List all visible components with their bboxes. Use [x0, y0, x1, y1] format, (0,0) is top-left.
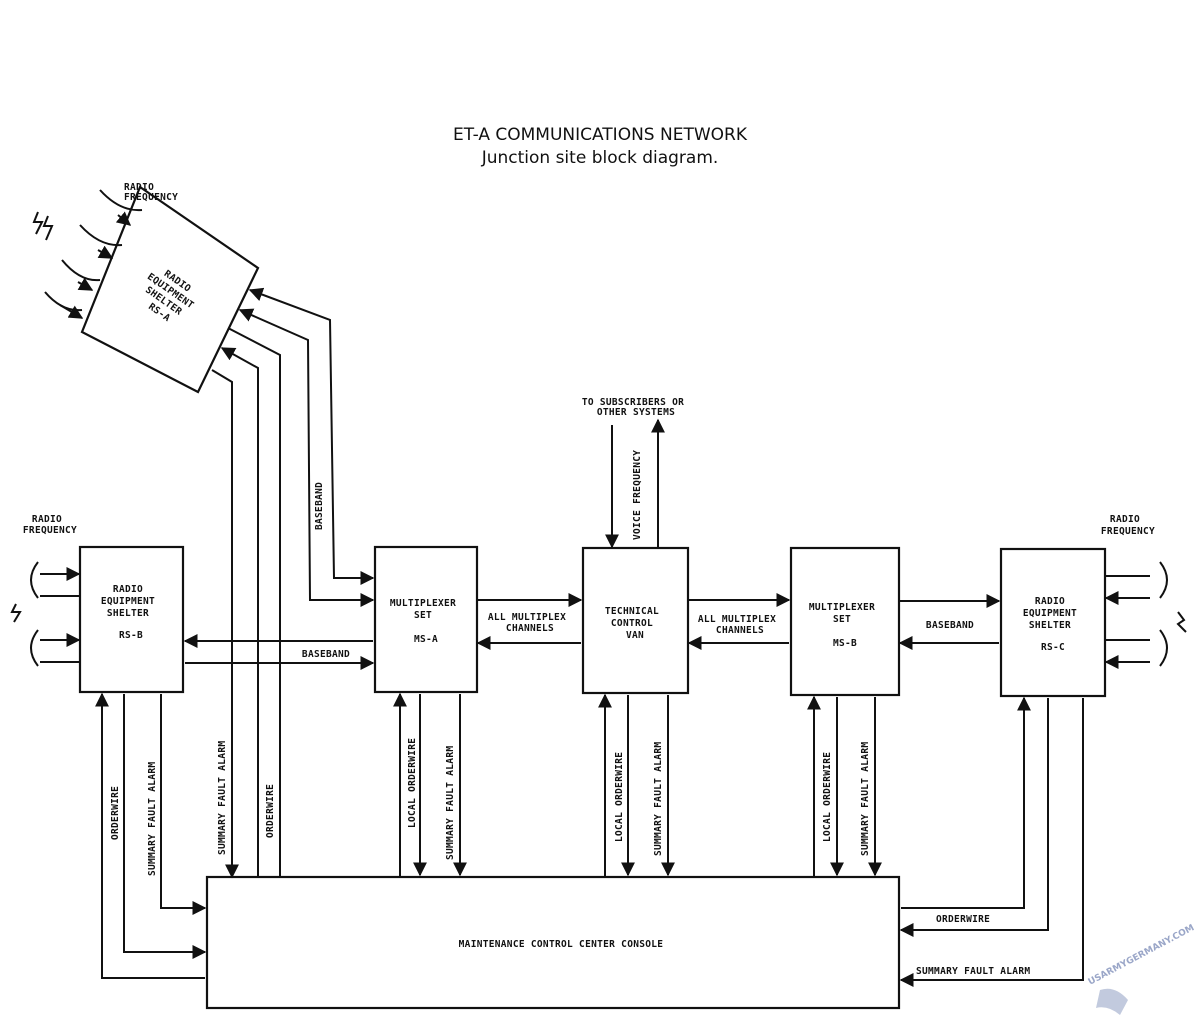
ms-a-line2: SET — [414, 610, 432, 621]
mux-right-line2: CHANNELS — [716, 625, 764, 636]
rs-b-line1: RADIO — [113, 584, 143, 595]
rf-right-line1: RADIO — [1110, 514, 1140, 525]
local-orderwire-label-tcv: LOCAL ORDERWIRE — [614, 752, 625, 842]
subs-line1: TO SUBSCRIBERS OR — [582, 397, 684, 408]
ms-b-mcc-lines — [807, 695, 882, 877]
tcv-line2: CONTROL — [611, 618, 653, 629]
ms-a-line3: MS-A — [414, 634, 438, 645]
sfa-label-msb: SUMMARY FAULT ALARM — [860, 742, 871, 856]
ms-a-mcc-lines — [393, 692, 467, 877]
rs-c-line2: EQUIPMENT — [1023, 608, 1077, 619]
antenna-icon-rs-a — [44, 189, 143, 319]
lightning-icon-rs-a — [32, 211, 54, 241]
rs-b-mcc-lines — [95, 692, 207, 979]
rs-c-block: RADIO EQUIPMENT SHELTER RS-C — [999, 547, 1107, 698]
svg-text:MULTIPLEXER SET MS: MULTIPLEXER SET MS-B — [809, 602, 881, 649]
sfa-label-rsa: SUMMARY FAULT ALARM — [217, 741, 228, 855]
voice-frequency-label: VOICE FREQUENCY — [632, 450, 643, 540]
tcv-line3: VAN — [626, 630, 644, 641]
rf-label-top: RADIO FREQUENCY — [124, 182, 178, 203]
rf-label-left: RADIO FREQUENCY — [23, 514, 77, 536]
rs-c-line1: RADIO — [1035, 596, 1065, 607]
rs-c-line4: RS-C — [1041, 642, 1065, 653]
ms-b-line2: SET — [833, 614, 851, 625]
antenna-icon-rs-c — [1104, 561, 1187, 669]
svg-text:MULTIPLEXER SET MS: MULTIPLEXER SET MS-A — [390, 598, 462, 645]
rf-left-line2: FREQUENCY — [23, 525, 77, 536]
rs-c-mcc-lines — [899, 696, 1084, 987]
mux-left-line2: CHANNELS — [506, 623, 554, 634]
watermark-text: USARMYGERMANY.COM — [1087, 923, 1197, 988]
orderwire-label-rsc: ORDERWIRE — [936, 914, 990, 925]
sfa-label-msa: SUMMARY FAULT ALARM — [445, 746, 456, 860]
antenna-icon-rs-b — [10, 561, 81, 667]
tcv-block: TECHNICAL CONTROL VAN — [581, 546, 690, 695]
rs-a-block: RADIO EQUIPMENT SHELTER RS-A — [80, 185, 260, 394]
mcc-label: MAINTENANCE CONTROL CENTER CONSOLE — [459, 939, 664, 950]
sfa-label-rsc: SUMMARY FAULT ALARM — [916, 966, 1030, 977]
all-mux-label-right: ALL MULTIPLEX CHANNELS — [698, 614, 782, 636]
mcc-console-block: MAINTENANCE CONTROL CENTER CONSOLE — [205, 875, 901, 1010]
baseband-label-diag: BASEBAND — [314, 482, 325, 530]
orderwire-label-rsa: ORDERWIRE — [265, 784, 276, 838]
local-orderwire-label-msa: LOCAL ORDERWIRE — [407, 738, 418, 828]
rf-top-line1: RADIO — [124, 182, 154, 193]
ms-a-line1: MULTIPLEXER — [390, 598, 456, 609]
watermark-logo: USARMYGERMANY.COM — [1087, 923, 1197, 1015]
subs-line2: OTHER SYSTEMS — [597, 407, 675, 418]
sfa-label-rsb: SUMMARY FAULT ALARM — [147, 762, 158, 876]
rs-b-block: RADIO EQUIPMENT SHELTER RS-B — [78, 545, 185, 694]
rf-right-line2: FREQUENCY — [1101, 526, 1155, 537]
rf-top-line2: FREQUENCY — [124, 192, 178, 203]
orderwire-label-rsb: ORDERWIRE — [110, 786, 121, 840]
svg-text:TECHNICAL CONTROL: TECHNICAL CONTROL VAN — [605, 606, 665, 641]
rf-left-line1: RADIO — [32, 514, 62, 525]
to-subscribers-label: TO SUBSCRIBERS OR OTHER SYSTEMS — [582, 397, 690, 418]
rs-b-line3: SHELTER — [107, 608, 149, 619]
rs-c-line3: SHELTER — [1029, 620, 1071, 631]
diagram-subtitle: Junction site block diagram. — [481, 148, 719, 168]
all-mux-label-left: ALL MULTIPLEX CHANNELS — [488, 612, 572, 634]
tcv-line1: TECHNICAL — [605, 606, 659, 617]
ms-b-line3: MS-B — [833, 638, 857, 649]
ms-b-line1: MULTIPLEXER — [809, 602, 875, 613]
rf-label-right: RADIO FREQUENCY — [1101, 514, 1155, 537]
local-orderwire-label-msb: LOCAL ORDERWIRE — [822, 752, 833, 842]
rs-b-line2: EQUIPMENT — [101, 596, 155, 607]
rs-a-baseband-lines — [238, 287, 375, 607]
baseband-label-right: BASEBAND — [926, 620, 974, 631]
diagram-title: ET-A COMMUNICATIONS NETWORK — [453, 125, 747, 145]
baseband-label-left: BASEBAND — [302, 649, 350, 660]
rs-a-mcc-lines — [211, 327, 281, 879]
svg-text:RADIO EQUIPMENT SH: RADIO EQUIPMENT SHELTER RS-B — [101, 584, 161, 641]
mux-left-line1: ALL MULTIPLEX — [488, 612, 566, 623]
tcv-mcc-lines — [598, 693, 675, 877]
mux-right-line1: ALL MULTIPLEX — [698, 614, 776, 625]
ms-b-block: MULTIPLEXER SET MS-B — [789, 546, 901, 697]
rs-b-line4: RS-B — [119, 630, 143, 641]
ms-a-block: MULTIPLEXER SET MS-A — [373, 545, 479, 694]
svg-text:RADIO EQUIPMENT SH: RADIO EQUIPMENT SHELTER RS-C — [1023, 596, 1083, 653]
sfa-label-tcv: SUMMARY FAULT ALARM — [653, 742, 664, 856]
